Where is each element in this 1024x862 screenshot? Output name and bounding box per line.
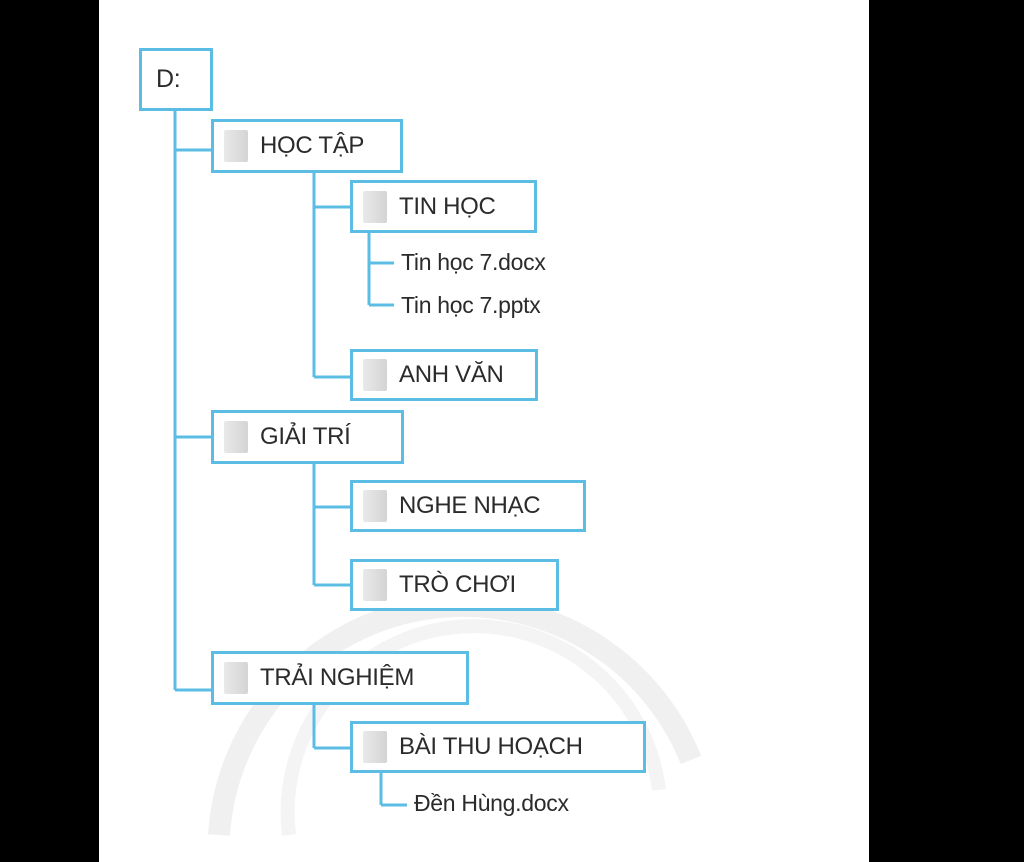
folder-node-anh-van: ANH VĂN [350, 349, 538, 401]
folder-node-giai-tri: GIẢI TRÍ [211, 410, 404, 464]
folder-node-nghe-nhac: NGHE NHẠC [350, 480, 586, 532]
folder-node-bai-thu-hoach: BÀI THU HOẠCH [350, 721, 646, 773]
folder-icon [363, 490, 387, 522]
file-item-pptx: Tin học 7.pptx [401, 292, 541, 318]
folder-icon [363, 359, 387, 391]
folder-node-tin-hoc: TIN HỌC [350, 180, 537, 233]
root-drive-label: D: [156, 65, 181, 93]
folder-label: TRẢI NGHIỆM [260, 664, 415, 691]
folder-node-hoc-tap: HỌC TẬP [211, 119, 403, 173]
folder-label: TIN HỌC [399, 192, 496, 220]
folder-icon [224, 421, 248, 453]
folder-icon [224, 662, 248, 694]
folder-label: ANH VĂN [399, 361, 504, 388]
folder-node-tro-choi: TRÒ CHƠI [350, 559, 559, 611]
folder-icon [363, 190, 387, 223]
file-item-den-hung: Đền Hùng.docx [414, 790, 569, 816]
folder-label: TRÒ CHƠI [399, 571, 516, 598]
folder-node-trai-nghiem: TRẢI NGHIỆM [211, 651, 469, 705]
tree-connector-lines [173, 110, 407, 807]
folder-label: BÀI THU HOẠCH [399, 733, 583, 760]
folder-label: HỌC TẬP [260, 132, 365, 159]
root-drive-node: D: [139, 48, 213, 111]
folder-icon [363, 731, 387, 763]
folder-icon [363, 569, 387, 601]
file-item-docx: Tin học 7.docx [401, 249, 546, 275]
folder-tree-diagram: D: HỌC TẬP TIN HỌC Tin học 7.docx Tin họ… [99, 0, 869, 862]
folder-label: GIẢI TRÍ [260, 423, 351, 450]
folder-label: NGHE NHẠC [399, 492, 541, 519]
folder-icon [224, 130, 248, 162]
